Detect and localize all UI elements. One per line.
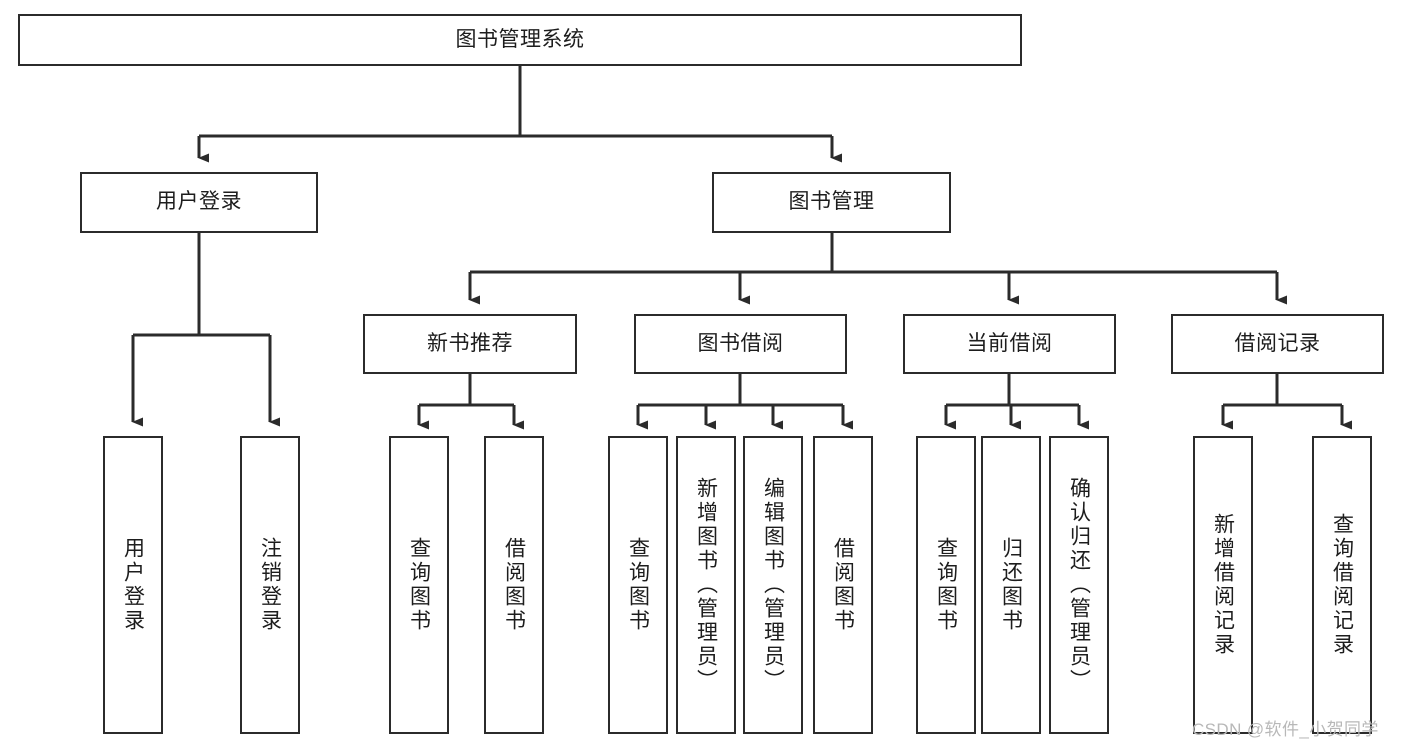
- node-leaf-query-book-2[interactable]: 查询图书: [608, 436, 668, 734]
- node-leaf-confirm-return[interactable]: 确认归还（管理员）: [1049, 436, 1109, 734]
- node-book-management[interactable]: 图书管理: [712, 172, 951, 233]
- node-current-borrow[interactable]: 当前借阅: [903, 314, 1116, 374]
- node-leaf-edit-book[interactable]: 编辑图书（管理员）: [743, 436, 803, 734]
- node-leaf-borrow-book-1[interactable]: 借阅图书: [484, 436, 544, 734]
- node-label-leaf-borrow-book-1: 借阅图书: [502, 537, 526, 633]
- node-leaf-logout-login[interactable]: 注销登录: [240, 436, 300, 734]
- node-label-borrow-record: 借阅记录: [1234, 331, 1321, 355]
- node-borrow-record[interactable]: 借阅记录: [1171, 314, 1384, 374]
- node-label-current-borrow: 当前借阅: [966, 331, 1053, 355]
- node-label-leaf-query-record: 查询借阅记录: [1330, 513, 1354, 657]
- node-label-leaf-borrow-book-2: 借阅图书: [831, 537, 855, 633]
- node-label-book-management: 图书管理: [788, 190, 875, 214]
- node-label-leaf-query-book-3: 查询图书: [934, 537, 958, 633]
- node-book-borrow[interactable]: 图书借阅: [634, 314, 847, 374]
- node-label-book-borrow: 图书借阅: [697, 331, 784, 355]
- node-leaf-return-book[interactable]: 归还图书: [981, 436, 1041, 734]
- node-label-root: 图书管理系统: [455, 27, 585, 51]
- node-label-leaf-query-book-1: 查询图书: [407, 537, 431, 633]
- node-leaf-add-book[interactable]: 新增图书（管理员）: [676, 436, 736, 734]
- node-label-leaf-add-record: 新增借阅记录: [1211, 513, 1235, 657]
- node-label-leaf-query-book-2: 查询图书: [626, 537, 650, 633]
- node-leaf-query-record[interactable]: 查询借阅记录: [1312, 436, 1372, 734]
- node-leaf-query-book-3[interactable]: 查询图书: [916, 436, 976, 734]
- node-label-leaf-edit-book: 编辑图书（管理员）: [761, 477, 785, 693]
- node-label-user-login: 用户登录: [156, 190, 242, 214]
- node-leaf-borrow-book-2[interactable]: 借阅图书: [813, 436, 873, 734]
- node-label-leaf-user-login: 用户登录: [121, 537, 145, 633]
- node-root-book-management-system[interactable]: 图书管理系统: [18, 14, 1022, 66]
- node-user-login[interactable]: 用户登录: [80, 172, 318, 233]
- node-leaf-query-book-1[interactable]: 查询图书: [389, 436, 449, 734]
- node-label-leaf-logout-login: 注销登录: [258, 537, 282, 633]
- node-leaf-user-login[interactable]: 用户登录: [103, 436, 163, 734]
- node-label-leaf-confirm-return: 确认归还（管理员）: [1067, 477, 1091, 693]
- node-leaf-add-record[interactable]: 新增借阅记录: [1193, 436, 1253, 734]
- node-label-leaf-add-book: 新增图书（管理员）: [694, 477, 718, 693]
- node-label-new-book-recommend: 新书推荐: [427, 331, 513, 355]
- csdn-watermark: CSDN @软件_小贺同学: [1192, 720, 1379, 739]
- node-label-leaf-return-book: 归还图书: [999, 537, 1023, 633]
- node-new-book-recommend[interactable]: 新书推荐: [363, 314, 577, 374]
